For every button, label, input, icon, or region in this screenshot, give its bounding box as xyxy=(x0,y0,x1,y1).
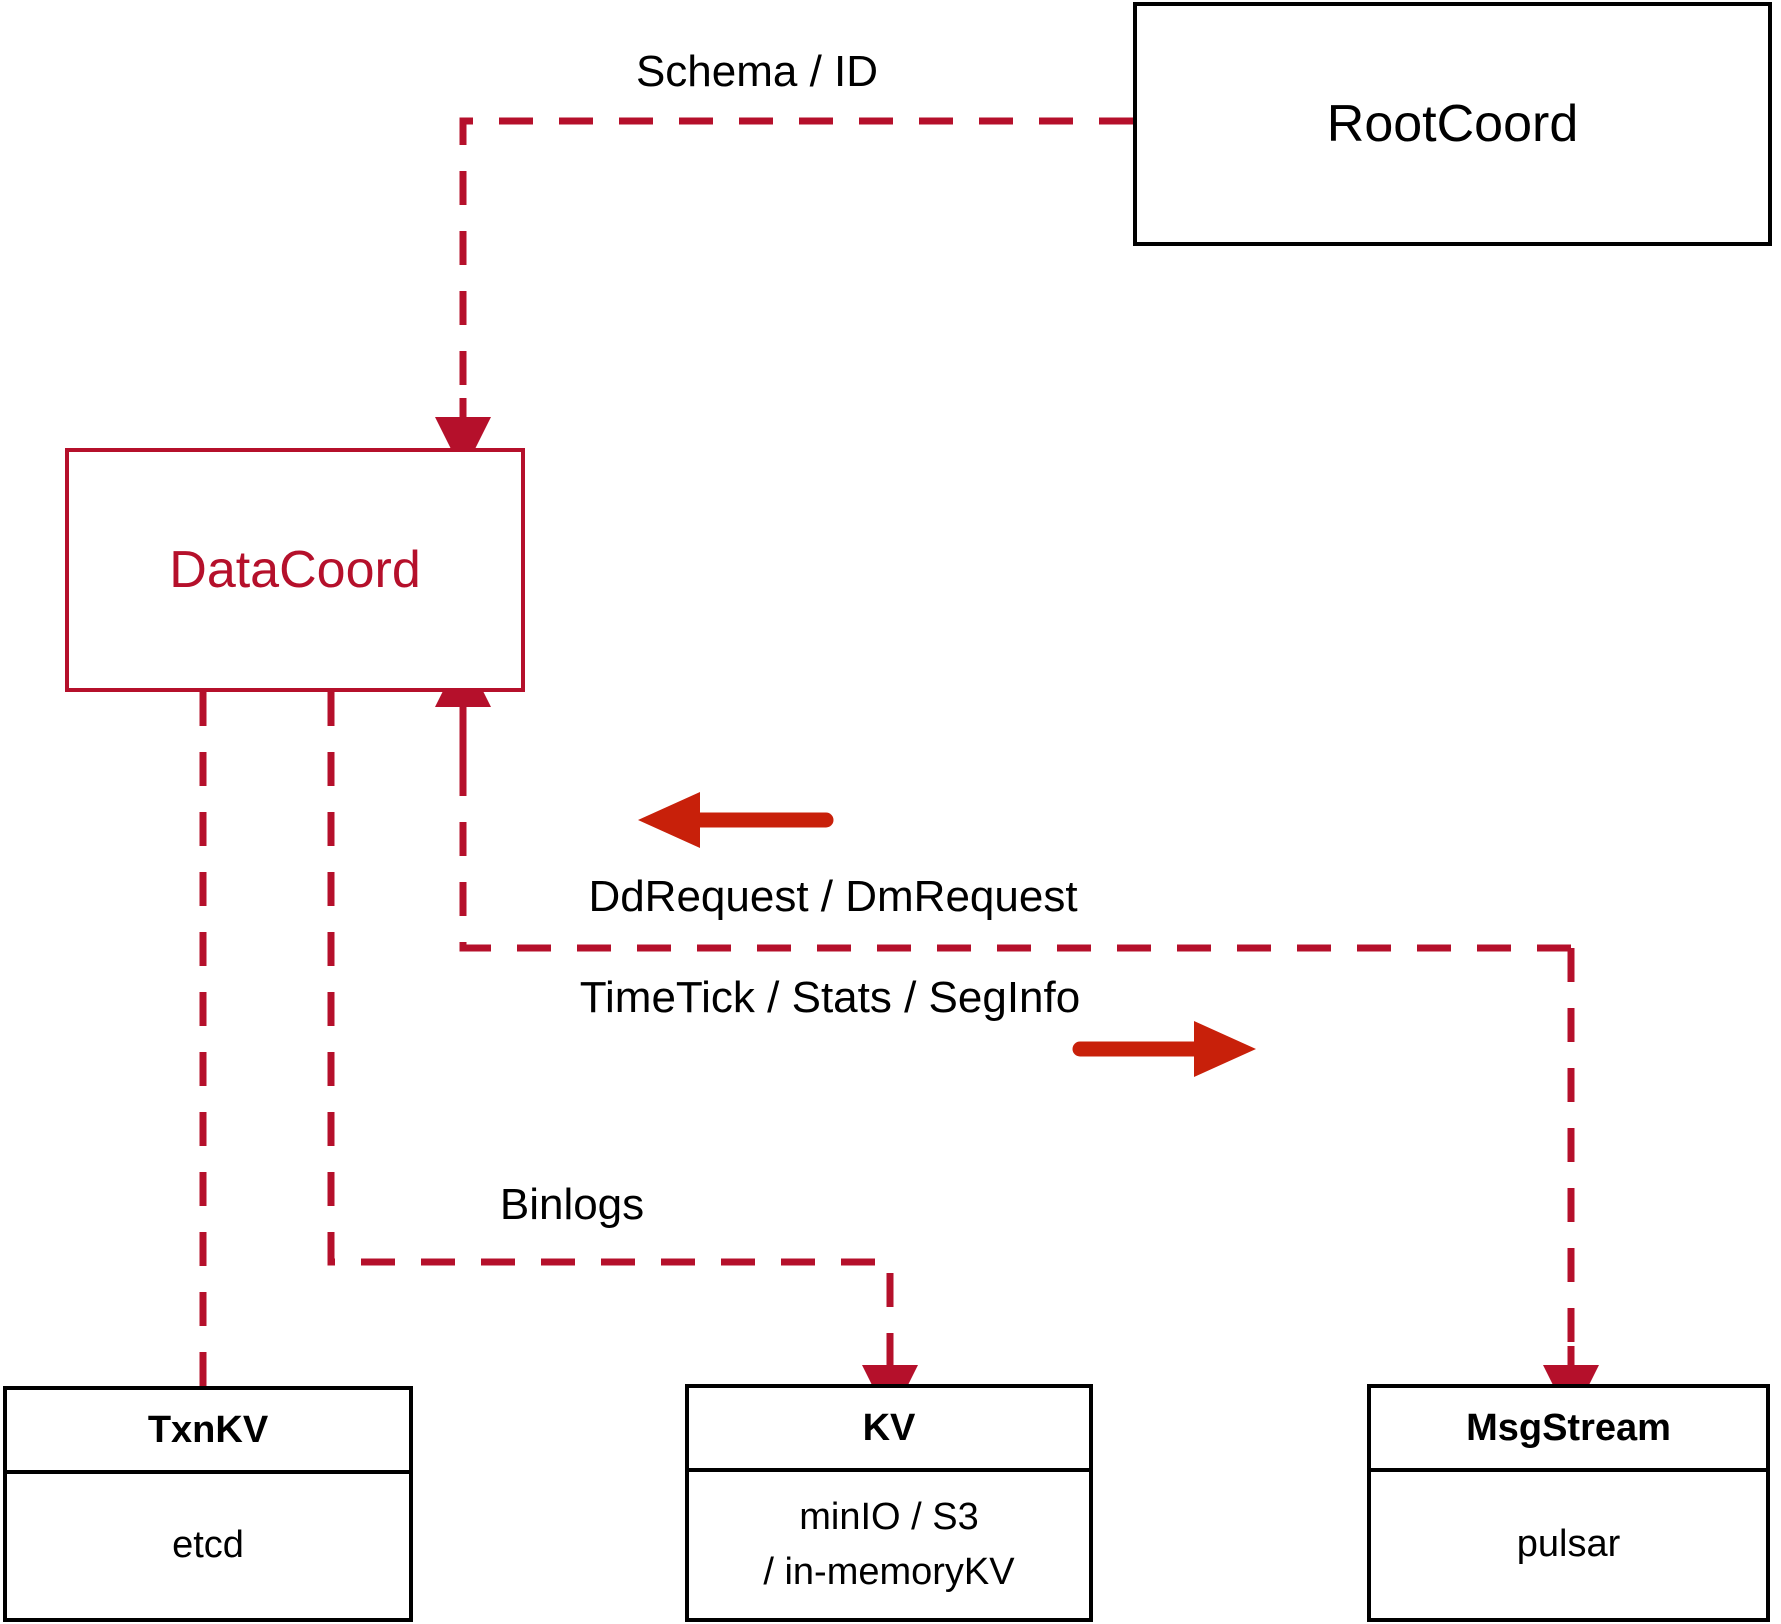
datacoord-label: DataCoord xyxy=(169,541,421,599)
msgstream-title: MsgStream xyxy=(1371,1388,1766,1472)
rootcoord-label: RootCoord xyxy=(1326,95,1579,153)
datacoord-node[interactable]: DataCoord xyxy=(65,448,525,692)
txnkv-title: TxnKV xyxy=(7,1390,409,1474)
edge-label-dd-dm-request: DdRequest / DmRequest xyxy=(588,872,1078,921)
kv-node[interactable]: KV minIO / S3 / in-memoryKV xyxy=(685,1384,1093,1622)
rightward-direction-arrow xyxy=(1072,1021,1256,1077)
kv-body-line-1: minIO / S3 xyxy=(799,1495,979,1538)
txnkv-node[interactable]: TxnKV etcd xyxy=(3,1386,413,1622)
msgstream-body: pulsar xyxy=(1371,1472,1766,1618)
edge-label-schema-id: Schema / ID xyxy=(635,47,879,96)
edge-label-timetick-stats-seginfo: TimeTick / Stats / SegInfo xyxy=(579,973,1081,1022)
rootcoord-node[interactable]: RootCoord xyxy=(1133,2,1772,246)
msgstream-node[interactable]: MsgStream pulsar xyxy=(1367,1384,1770,1622)
msgstream-body-line: pulsar xyxy=(1516,1523,1621,1566)
edge-msgstream-to-datacoord xyxy=(435,651,1571,952)
kv-title: KV xyxy=(689,1388,1089,1472)
leftward-direction-arrow xyxy=(638,792,834,848)
kv-body-line-2: / in-memoryKV xyxy=(763,1551,1015,1593)
txnkv-body: etcd xyxy=(7,1474,409,1618)
txnkv-body-line: etcd xyxy=(172,1524,244,1567)
edge-rootcoord-to-datacoord xyxy=(435,117,1133,473)
kv-body: minIO / S3 / in-memoryKV xyxy=(689,1472,1089,1618)
edge-datacoord-to-kv xyxy=(327,692,918,1421)
edge-label-binlogs: Binlogs xyxy=(499,1180,645,1229)
